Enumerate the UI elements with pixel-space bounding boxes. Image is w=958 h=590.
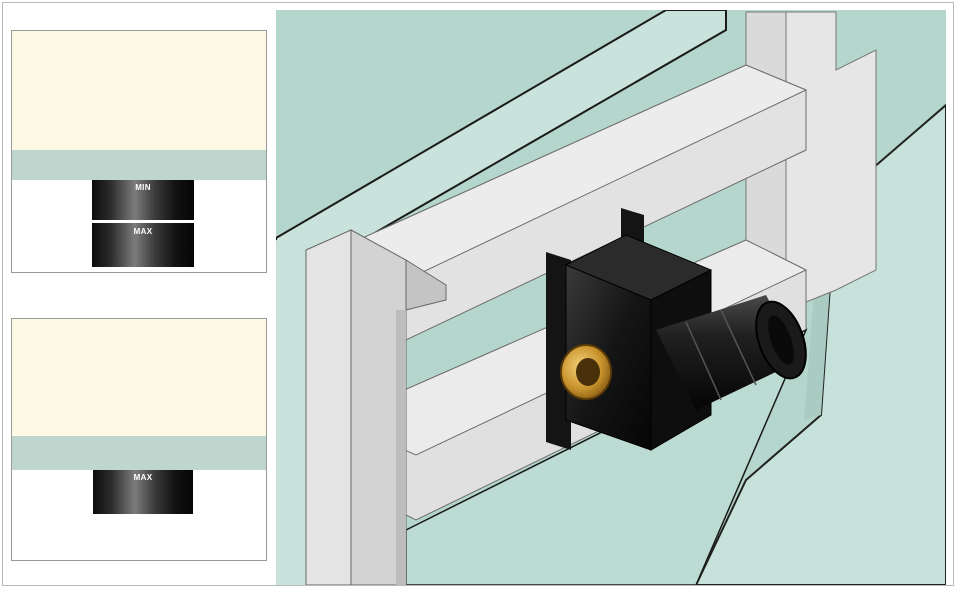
vertical-stud-left-return: [396, 310, 406, 585]
spout-cap-inner: [768, 315, 794, 365]
detail-max: MAX: [11, 318, 267, 561]
max-mark: MAX: [133, 227, 153, 236]
extension-sleeve: MIN MAX: [92, 180, 194, 267]
spout-ring-2: [720, 309, 757, 386]
spout-ring-1: [685, 321, 722, 401]
extension-sleeve: MAX: [93, 470, 193, 514]
left-board: [276, 10, 727, 292]
tile-layer: [12, 319, 266, 436]
vertical-stud-right-flange: [785, 11, 877, 311]
mounting-flange: [546, 252, 571, 450]
brass-connector-bore: [576, 358, 600, 386]
vertical-stud-left: [305, 229, 352, 585]
vertical-stud-left-web: [350, 229, 407, 585]
plasterboard-layer: [12, 150, 266, 180]
detail-min-max: MIN MAX: [11, 30, 267, 273]
plasterboard-layer: [12, 436, 266, 470]
min-groove: [92, 220, 194, 223]
wall-installation-illustration: [276, 10, 946, 585]
max-mark: MAX: [133, 473, 153, 482]
tile-layer: [12, 31, 266, 150]
vertical-stud-left-lip: [405, 259, 447, 311]
min-mark: MIN: [135, 183, 151, 192]
